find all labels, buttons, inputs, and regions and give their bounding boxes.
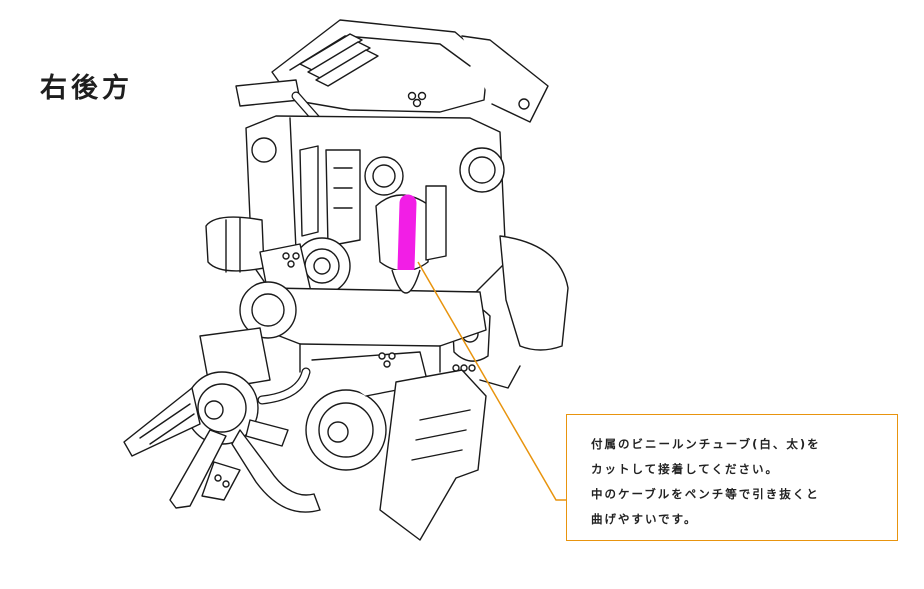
instruction-note: 付属のビニールンチューブ(白、太)を カットして接着してください。 中のケーブル… — [566, 414, 898, 541]
note-line: 付属のビニールンチューブ(白、太)を — [591, 437, 821, 451]
note-line: 曲げやすいです。 — [591, 512, 698, 526]
note-line: カットして接着してください。 — [591, 462, 779, 476]
note-line: 中のケーブルをペンチ等で引き抜くと — [591, 487, 820, 501]
view-heading: 右後方 — [40, 73, 133, 104]
